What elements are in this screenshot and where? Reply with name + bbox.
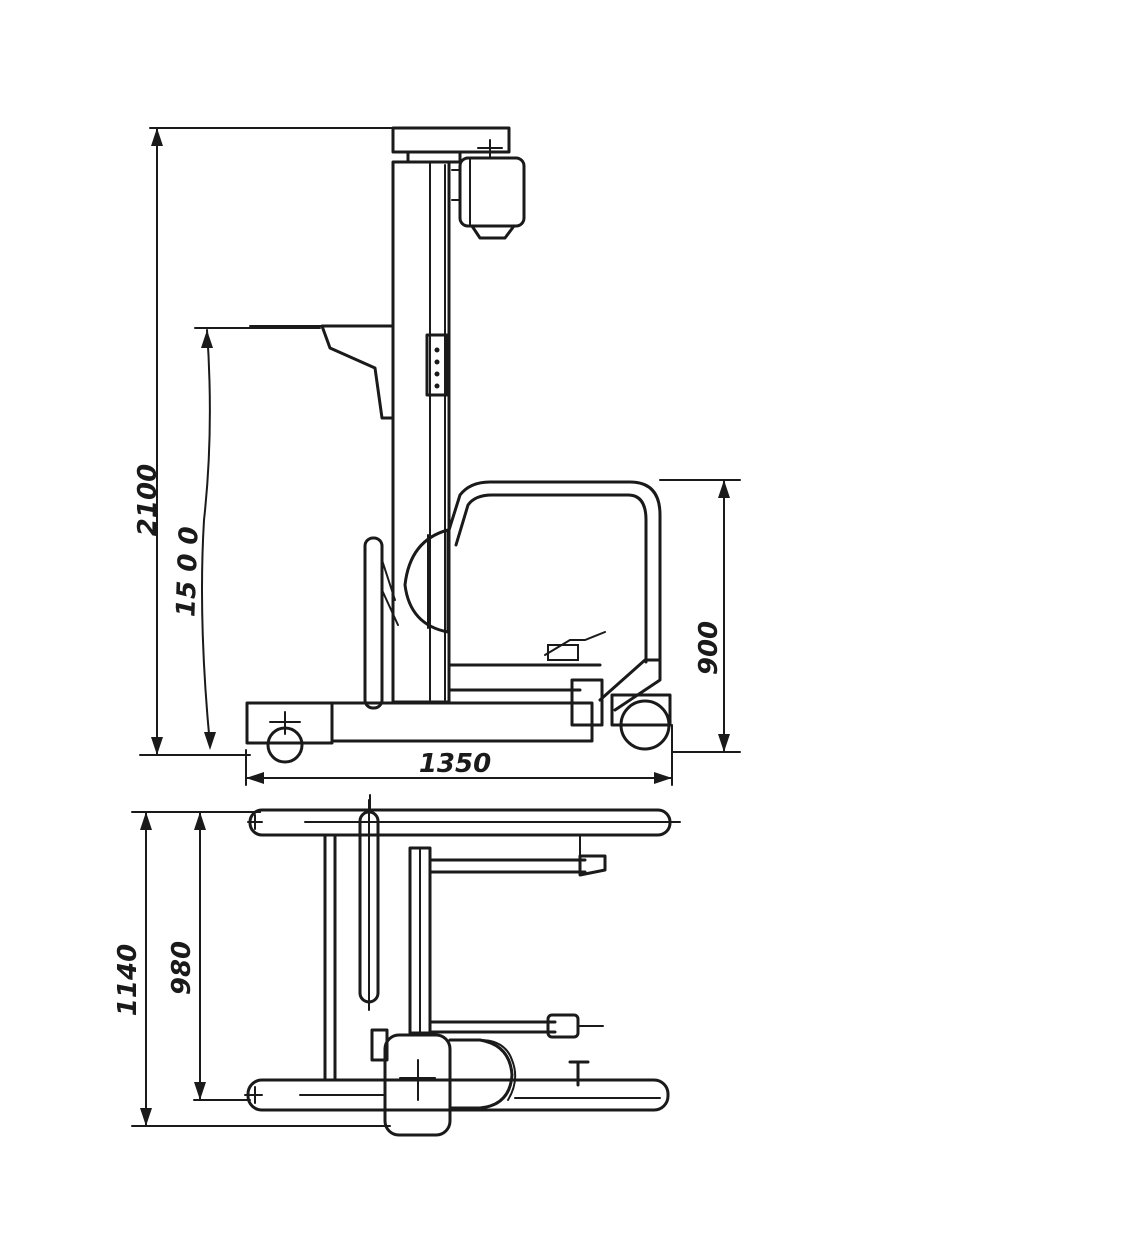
dimension-label-980: 980 bbox=[167, 941, 197, 995]
dimension-inner-width: 980 bbox=[167, 811, 261, 1101]
dimension-label-2100: 2100 bbox=[133, 464, 163, 536]
dimension-overall-length: 1350 bbox=[245, 724, 673, 786]
dimension-label-1140: 1140 bbox=[113, 944, 143, 1016]
dimension-label-1500: 15 0 0 bbox=[171, 526, 204, 617]
dimension-label-900: 900 bbox=[694, 621, 724, 675]
top-view: 1140 980 bbox=[113, 794, 681, 1137]
dimension-overall-width: 1140 bbox=[113, 811, 391, 1127]
dimension-lift-height: 15 0 0 bbox=[171, 327, 321, 750]
dimension-total-height: 2100 bbox=[133, 127, 396, 756]
dimension-label-1350: 1350 bbox=[419, 749, 491, 779]
dimension-handle-height: 900 bbox=[659, 479, 741, 753]
side-view: 2100 15 0 0 bbox=[133, 126, 741, 786]
